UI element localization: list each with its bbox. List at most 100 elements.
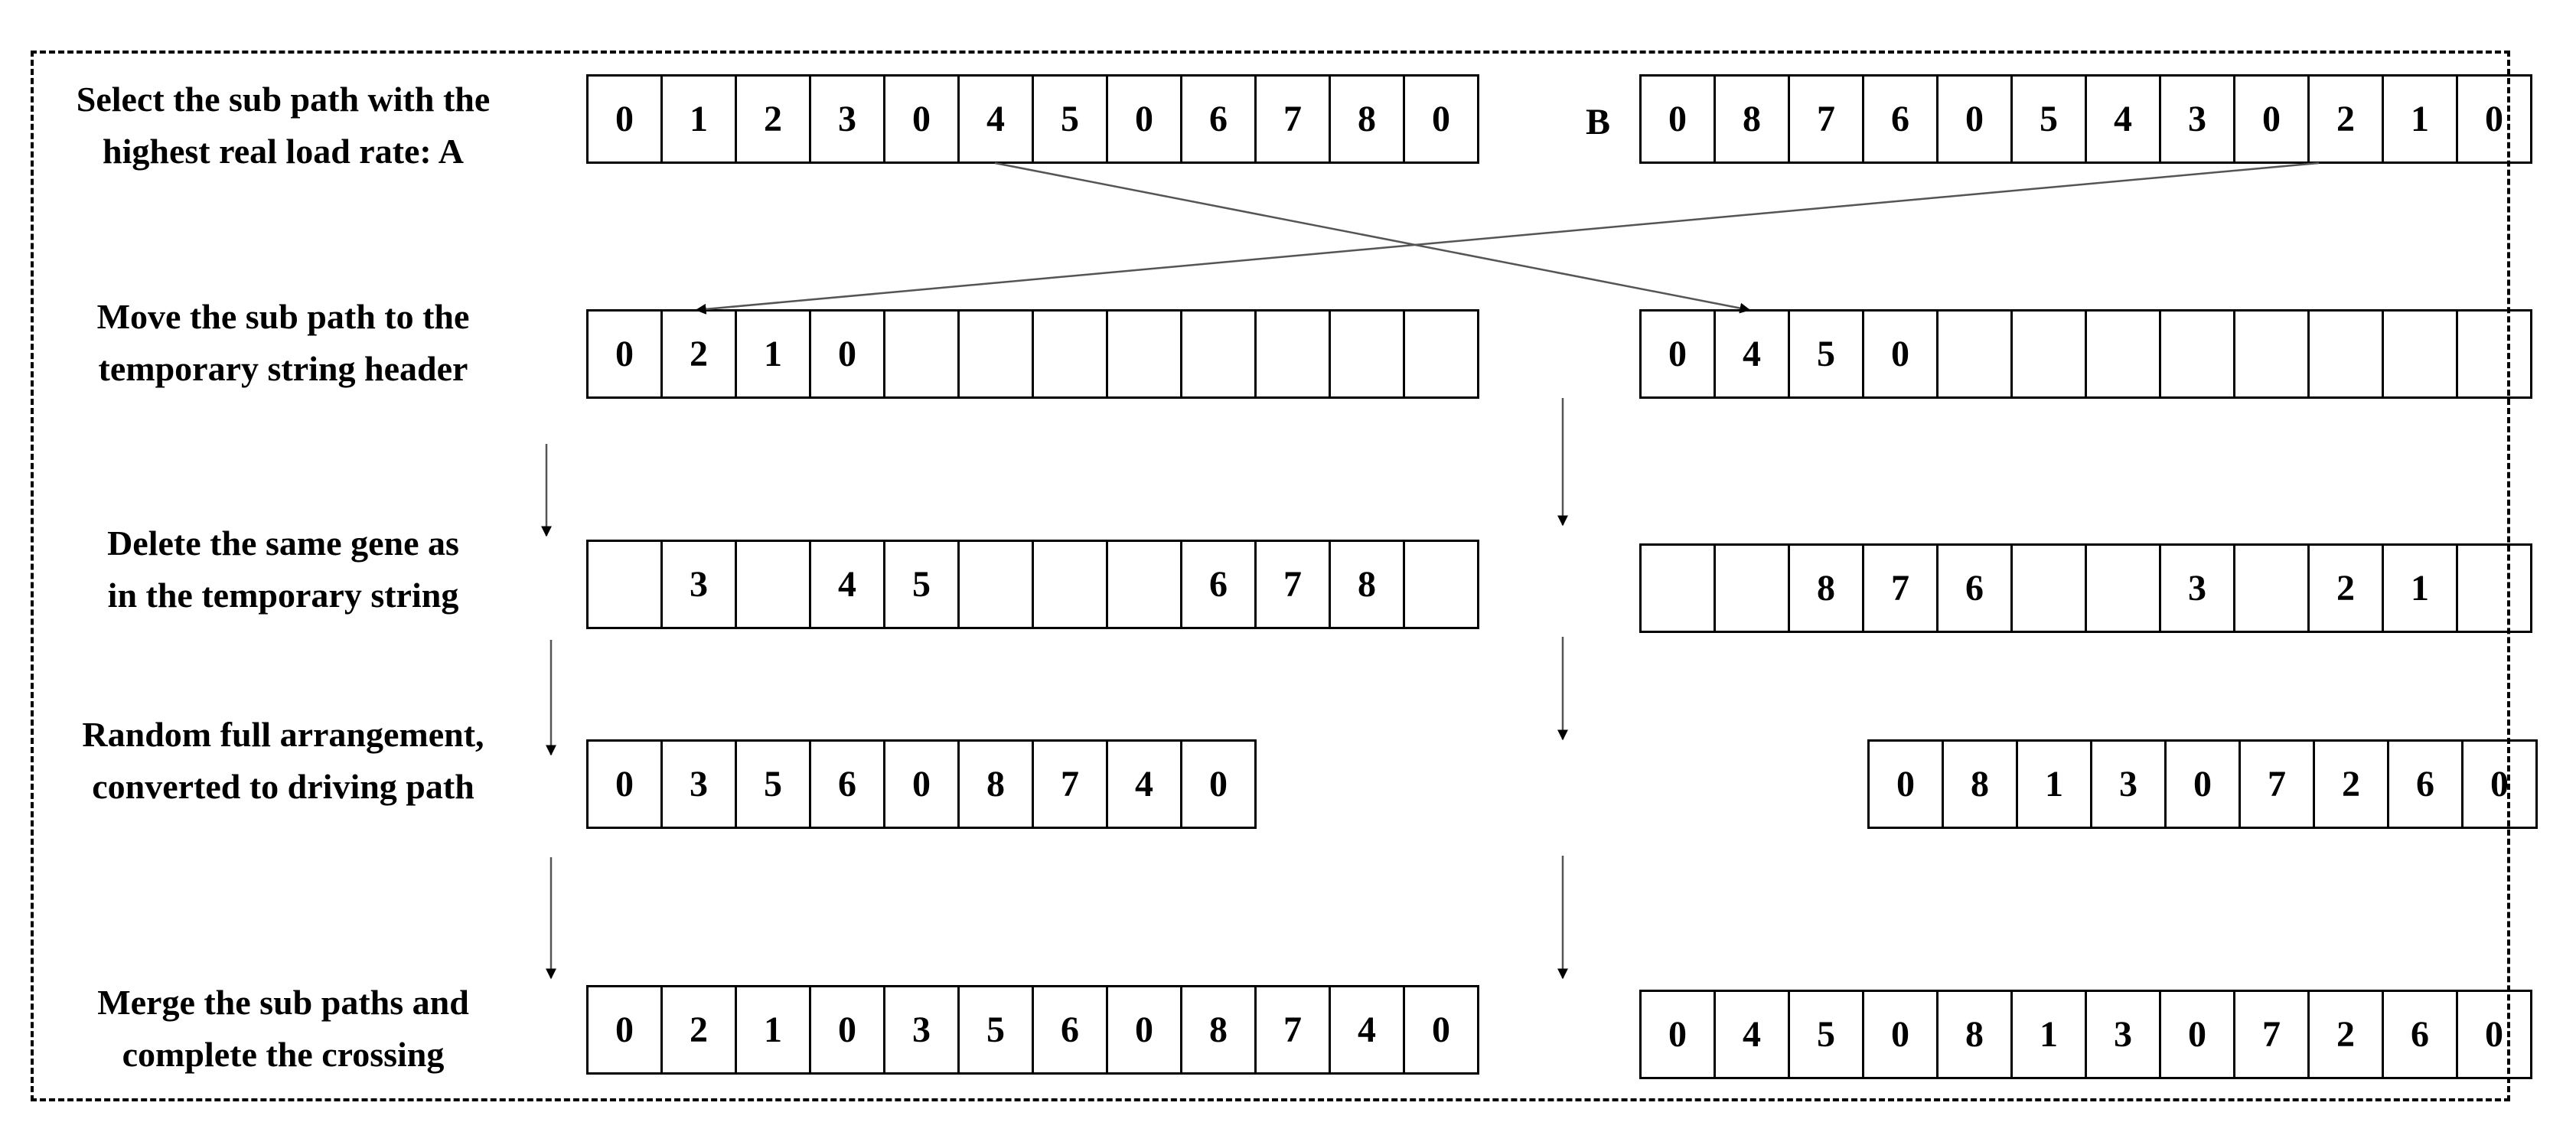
gene-cell: 5 bbox=[960, 985, 1034, 1075]
gene-cell: 7 bbox=[1257, 985, 1331, 1075]
gene-cell: 0 bbox=[2458, 990, 2532, 1079]
gene-cell: 7 bbox=[1034, 739, 1108, 829]
gene-cell: 1 bbox=[737, 985, 811, 1075]
gene-cell: 5 bbox=[1790, 309, 1864, 399]
gene-cell: 8 bbox=[1182, 985, 1257, 1075]
gene-cell bbox=[1405, 540, 1479, 629]
gene-cell: 0 bbox=[2167, 739, 2241, 829]
gene-cell bbox=[589, 540, 663, 629]
gene-cell bbox=[1405, 309, 1479, 399]
gene-cell: 1 bbox=[737, 309, 811, 399]
gene-cell: 4 bbox=[1716, 990, 1790, 1079]
gene-cell bbox=[1642, 543, 1716, 633]
gene-cell bbox=[960, 540, 1034, 629]
gene-cell bbox=[2087, 543, 2161, 633]
gene-cell bbox=[1034, 309, 1108, 399]
gene-cell: 3 bbox=[2161, 74, 2235, 164]
gene-cell bbox=[737, 540, 811, 629]
gene-cell bbox=[2310, 309, 2384, 399]
gene-cell: 3 bbox=[885, 985, 960, 1075]
gene-cell bbox=[1257, 309, 1331, 399]
gene-cell: 1 bbox=[2018, 739, 2092, 829]
gene-cell: 8 bbox=[1331, 540, 1405, 629]
gene-cell: 8 bbox=[1790, 543, 1864, 633]
gene-cell: 4 bbox=[1331, 985, 1405, 1075]
gene-cell: 3 bbox=[811, 74, 885, 164]
gene-cell: 0 bbox=[1108, 985, 1182, 1075]
gene-cell: 6 bbox=[2384, 990, 2458, 1079]
gene-cell: 6 bbox=[1864, 74, 1939, 164]
gene-cell: 0 bbox=[885, 74, 960, 164]
gene-cell: 0 bbox=[2458, 74, 2532, 164]
gene-cell bbox=[2458, 543, 2532, 633]
gene-cell: 0 bbox=[589, 74, 663, 164]
gene-cell: 3 bbox=[2087, 990, 2161, 1079]
gene-cell: 2 bbox=[2310, 543, 2384, 633]
gene-cell bbox=[1331, 309, 1405, 399]
gene-cell bbox=[2235, 309, 2310, 399]
gene-cell: 0 bbox=[2161, 990, 2235, 1079]
gene-cell: 2 bbox=[2310, 74, 2384, 164]
gene-cell: 7 bbox=[1257, 74, 1331, 164]
gene-cell: 1 bbox=[663, 74, 737, 164]
gene-cell: 5 bbox=[1790, 990, 1864, 1079]
cross-arrow-b-to-a bbox=[695, 161, 2320, 315]
gene-cell: 0 bbox=[1405, 74, 1479, 164]
gene-cell: 6 bbox=[1939, 543, 2013, 633]
gene-cell bbox=[960, 309, 1034, 399]
gene-cell: 7 bbox=[2241, 739, 2315, 829]
gene-cell: 5 bbox=[885, 540, 960, 629]
gene-cell bbox=[1034, 540, 1108, 629]
gene-cell: 3 bbox=[2161, 543, 2235, 633]
gene-cell bbox=[2013, 543, 2087, 633]
gene-cell: 2 bbox=[2315, 739, 2389, 829]
label-move-to-header: Move the sub path to the temporary strin… bbox=[96, 297, 470, 388]
gene-cell bbox=[2161, 309, 2235, 399]
gene-cell: 1 bbox=[2384, 543, 2458, 633]
gene-cell bbox=[1939, 309, 2013, 399]
gene-cell: 8 bbox=[1939, 990, 2013, 1079]
gene-cell: 7 bbox=[2235, 990, 2310, 1079]
gene-cell: 7 bbox=[1257, 540, 1331, 629]
gene-cell: 7 bbox=[1790, 74, 1864, 164]
gene-cell bbox=[1108, 540, 1182, 629]
gene-cell: 5 bbox=[2013, 74, 2087, 164]
gene-cell: 0 bbox=[811, 985, 885, 1075]
gene-cell: 0 bbox=[1864, 309, 1939, 399]
gene-cell: 0 bbox=[2235, 74, 2310, 164]
gene-cell: 0 bbox=[1870, 739, 1944, 829]
gene-cell: 0 bbox=[589, 985, 663, 1075]
gene-cell: 0 bbox=[2464, 739, 2538, 829]
gene-cell: 8 bbox=[1944, 739, 2018, 829]
gene-cell: 2 bbox=[2310, 990, 2384, 1079]
gene-cell: 3 bbox=[2092, 739, 2167, 829]
gene-cell: 0 bbox=[1939, 74, 2013, 164]
gene-cell bbox=[1108, 309, 1182, 399]
parent-b-tag: B bbox=[1586, 102, 1611, 142]
gene-cell: 7 bbox=[1864, 543, 1939, 633]
gene-cell: 0 bbox=[1642, 74, 1716, 164]
gene-cell: 0 bbox=[589, 739, 663, 829]
cross-arrow-a-to-b bbox=[994, 161, 1751, 314]
gene-cell: 3 bbox=[663, 540, 737, 629]
gene-cell: 2 bbox=[663, 985, 737, 1075]
gene-cell: 8 bbox=[1716, 74, 1790, 164]
gene-cell: 0 bbox=[1405, 985, 1479, 1075]
gene-cell: 4 bbox=[1108, 739, 1182, 829]
gene-cell: 5 bbox=[1034, 74, 1108, 164]
gene-cell: 4 bbox=[1716, 309, 1790, 399]
gene-cell bbox=[2384, 309, 2458, 399]
gene-cell: 0 bbox=[589, 309, 663, 399]
gene-cell: 1 bbox=[2384, 74, 2458, 164]
gene-cell bbox=[2235, 543, 2310, 633]
gene-cell: 8 bbox=[960, 739, 1034, 829]
gene-cell bbox=[885, 309, 960, 399]
